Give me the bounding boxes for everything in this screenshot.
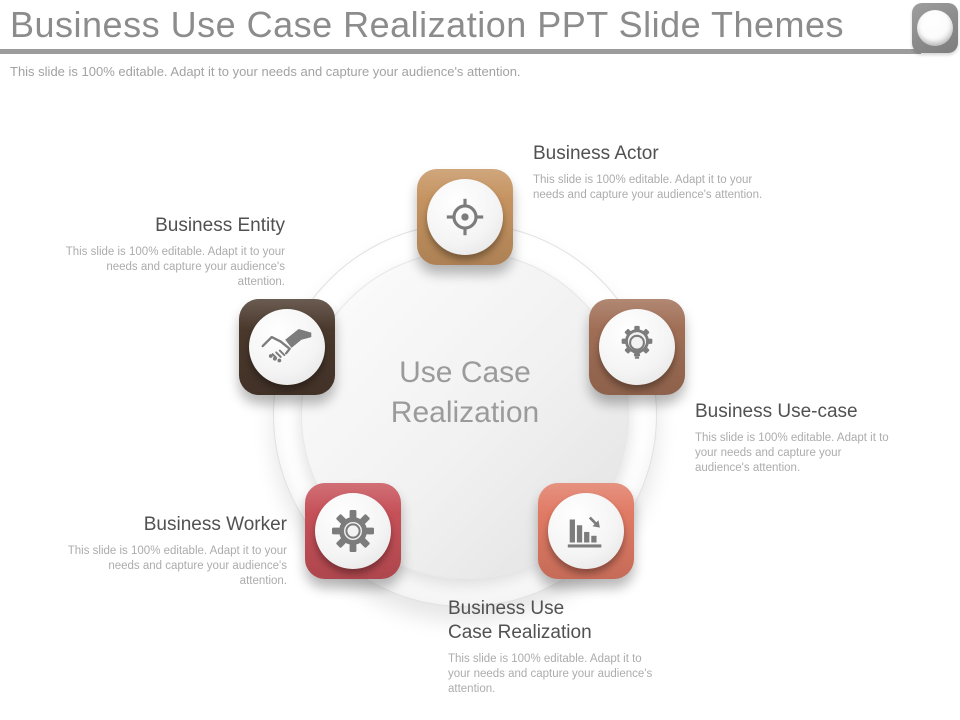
label-business-worker: Business Worker This slide is 100% edita…	[65, 513, 287, 589]
corner-ornament	[912, 3, 958, 53]
tile-business-worker	[305, 483, 401, 579]
tile-business-entity	[239, 299, 335, 395]
bar-chart-decline-icon	[567, 516, 602, 548]
tile-business-actor	[417, 169, 513, 265]
label-business-actor: Business Actor This slide is 100% editab…	[533, 142, 767, 203]
item-title: Business Worker	[143, 514, 287, 535]
slide-subtitle: This slide is 100% editable. Adapt it to…	[10, 64, 521, 79]
item-description: This slide is 100% editable. Adapt it to…	[695, 431, 889, 475]
center-label: Use Case Realization	[390, 356, 540, 429]
tile-business-use-case-realization	[538, 483, 634, 579]
label-business-use-case-realization: Business Use Case Realization This slide…	[448, 597, 660, 697]
tile-circle	[249, 309, 325, 385]
label-business-entity: Business Entity This slide is 100% edita…	[63, 214, 285, 290]
tile-circle	[427, 179, 503, 255]
item-title: Business Entity	[155, 215, 285, 236]
item-title: Business Use-case	[695, 401, 858, 422]
tile-business-use-case	[589, 299, 685, 395]
gear-icon	[332, 510, 374, 552]
item-description: This slide is 100% editable. Adapt it to…	[533, 173, 763, 201]
item-description: This slide is 100% editable. Adapt it to…	[448, 652, 653, 695]
title-divider	[0, 49, 921, 54]
item-description: This slide is 100% editable. Adapt it to…	[67, 544, 287, 588]
tile-circle	[548, 493, 624, 569]
item-title: Business Actor	[533, 143, 659, 164]
item-title: Business Use Case Realization	[448, 598, 592, 643]
tile-circle	[315, 493, 391, 569]
sphere-icon	[917, 10, 953, 46]
bulb-gear-icon	[621, 325, 653, 359]
target-icon	[446, 198, 484, 236]
tile-circle	[599, 309, 675, 385]
handshake-icon	[261, 329, 312, 363]
item-description: This slide is 100% editable. Adapt it to…	[65, 245, 285, 289]
page-title: Business Use Case Realization PPT Slide …	[10, 4, 845, 45]
label-business-use-case: Business Use-case This slide is 100% edi…	[695, 400, 891, 476]
